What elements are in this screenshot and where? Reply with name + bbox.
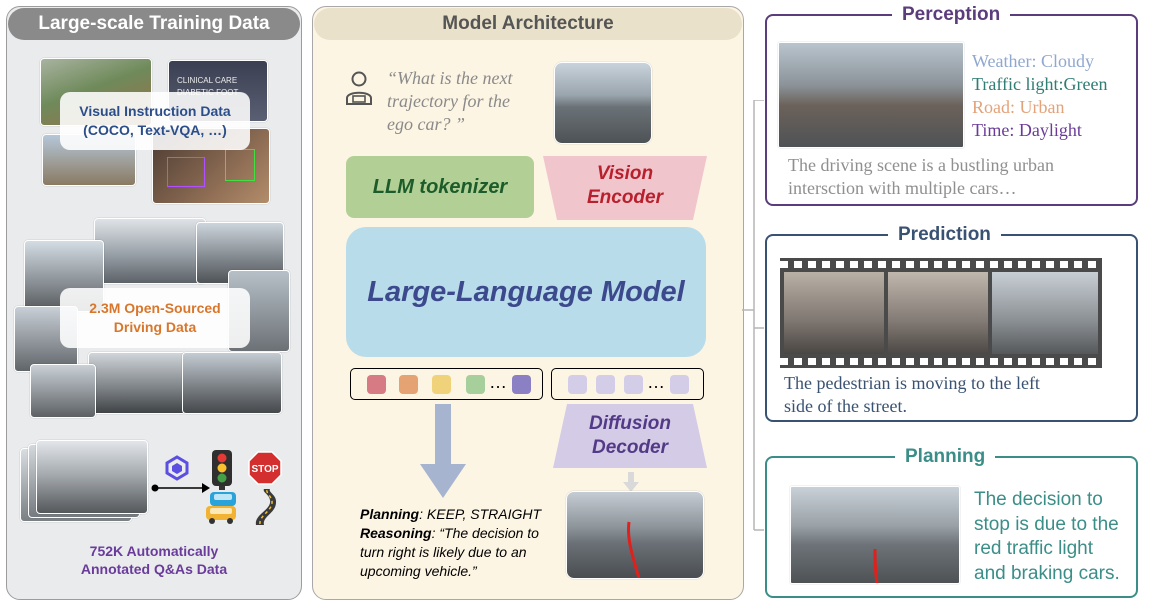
planning-desc-line3: red traffic light xyxy=(974,538,1093,559)
planning-desc-line2: stop is due to the xyxy=(974,513,1119,535)
driving-photo-1 xyxy=(94,218,206,284)
vision-encoder-line2: Encoder xyxy=(586,187,664,208)
planning-desc-line4: and braking cars. xyxy=(974,562,1120,584)
vision-token-ellipsis: … xyxy=(647,372,665,392)
film-frame-3 xyxy=(992,272,1098,354)
time-label: Time: Daylight xyxy=(972,120,1082,140)
question-line3: ego car? ” xyxy=(387,114,465,134)
annotated-qa-line2: Annotated Q&As Data xyxy=(80,561,228,577)
annotated-qa-line1: 752K Automatically xyxy=(89,543,219,559)
text-output-arrow xyxy=(420,404,466,498)
vision-encoder-label: Vision Encoder xyxy=(543,162,707,210)
llm-tokenizer-box: LLM tokenizer xyxy=(346,156,534,218)
driving-data-label: 2.3M Open-Sourced Driving Data xyxy=(60,288,250,348)
token-red xyxy=(367,375,386,394)
llm-box: Large-Language Model xyxy=(346,227,706,357)
annotation-arrow xyxy=(151,483,210,493)
diffusion-decoder-line1: Diffusion xyxy=(589,413,671,434)
perception-attributes: Weather: Cloudy Traffic light:Green Road… xyxy=(972,50,1107,142)
perception-title: Perception xyxy=(892,4,1011,26)
model-architecture-title: Model Architecture xyxy=(314,8,742,40)
reasoning-output-value: : “The decision to xyxy=(431,525,539,541)
planning-title: Planning xyxy=(895,446,996,468)
clinical-care-text: CLINICAL CARE xyxy=(177,76,238,85)
planning-image xyxy=(790,486,960,584)
road-icon xyxy=(255,489,277,525)
reasoning-output-line2: turn right is likely due to an xyxy=(360,544,527,560)
question-line2: trajectory for the xyxy=(387,91,510,111)
traffic-light-icon xyxy=(212,450,232,490)
diffusion-decoder-shape xyxy=(553,404,707,468)
cars-icon xyxy=(206,492,236,524)
film-frame-2 xyxy=(888,272,988,354)
diffusion-decoder-label: Diffusion Decoder xyxy=(553,412,707,460)
text-token-ellipsis: … xyxy=(489,372,507,392)
planning-desc-line1: The decision to xyxy=(974,489,1103,510)
diffusion-decoder-line2: Decoder xyxy=(591,437,669,458)
vision-token-1 xyxy=(568,375,587,394)
perception-description: The driving scene is a bustling urban in… xyxy=(788,154,1054,200)
prediction-desc-line2: side of the street. xyxy=(784,396,907,416)
token-green xyxy=(466,375,485,394)
film-frame-1 xyxy=(784,272,884,354)
driving-photo-7 xyxy=(182,352,282,414)
driving-photo-8 xyxy=(30,364,96,418)
traffic-light-label: Traffic light:Green xyxy=(972,74,1108,94)
qwen-logo-icon xyxy=(165,455,189,481)
text-token-bar xyxy=(350,368,543,400)
perception-desc-line1: The driving scene is a bustling urban xyxy=(788,155,1054,175)
llm-label: Large-Language Model xyxy=(367,275,685,308)
perception-image xyxy=(778,42,964,148)
vision-encoder-line1: Vision xyxy=(596,163,654,184)
planning-output-value: : KEEP, STRAIGHT xyxy=(419,506,542,522)
reasoning-output-line3: upcoming vehicle.” xyxy=(360,563,477,579)
driving-data-line2: Driving Data xyxy=(113,319,197,335)
visual-instruction-line1: Visual Instruction Data xyxy=(79,103,231,119)
token-orange xyxy=(399,375,418,394)
token-yellow xyxy=(432,375,451,394)
input-camera-image xyxy=(554,62,652,144)
film-strip xyxy=(780,258,1102,368)
visual-instruction-line2: (COCO, Text-VQA, …) xyxy=(83,122,227,138)
annotated-qa-label: 752K Automatically Annotated Q&As Data xyxy=(8,542,300,578)
road-label: Road: Urban xyxy=(972,97,1065,117)
planning-description: The decision to stop is due to the red t… xyxy=(974,488,1120,586)
perception-desc-line2: intersction with multiple cars… xyxy=(788,178,1017,198)
driving-photo-6 xyxy=(88,352,186,414)
qa-photo-front xyxy=(36,440,148,514)
text-output: Planning: KEEP, STRAIGHT Reasoning: “The… xyxy=(360,505,570,581)
prediction-title: Prediction xyxy=(888,224,1001,246)
prediction-desc-line1: The pedestrian is moving to the left xyxy=(784,373,1040,393)
stop-sign-text: STOP xyxy=(251,464,278,475)
vision-token-3 xyxy=(624,375,643,394)
planning-output-label: Planning xyxy=(360,506,420,522)
trajectory-arrow xyxy=(623,472,639,492)
llm-tokenizer-label: LLM tokenizer xyxy=(372,175,508,198)
question-line1: “What is the next xyxy=(387,68,513,88)
visual-instruction-label: Visual Instruction Data (COCO, Text-VQA,… xyxy=(60,92,250,150)
stop-sign-icon: STOP xyxy=(248,451,282,485)
training-data-title: Large-scale Training Data xyxy=(8,8,300,40)
token-purple xyxy=(512,375,531,394)
vision-encoder-shape xyxy=(543,156,707,220)
planning-output-line: Planning: KEEP, STRAIGHT xyxy=(360,505,570,524)
vision-token-4 xyxy=(670,375,689,394)
vision-token-bar xyxy=(551,368,704,400)
reasoning-output-line1: Reasoning: “The decision to xyxy=(360,524,570,543)
user-icon xyxy=(346,71,372,105)
weather-label: Weather: Cloudy xyxy=(972,51,1095,71)
question-text: “What is the next trajectory for the ego… xyxy=(387,67,547,136)
connector-bracket xyxy=(742,100,764,531)
driving-data-line1: 2.3M Open-Sourced xyxy=(89,300,221,316)
vision-token-2 xyxy=(596,375,615,394)
reasoning-output-label: Reasoning xyxy=(360,525,432,541)
trajectory-output-image xyxy=(566,491,704,579)
prediction-description: The pedestrian is moving to the left sid… xyxy=(784,372,1040,418)
